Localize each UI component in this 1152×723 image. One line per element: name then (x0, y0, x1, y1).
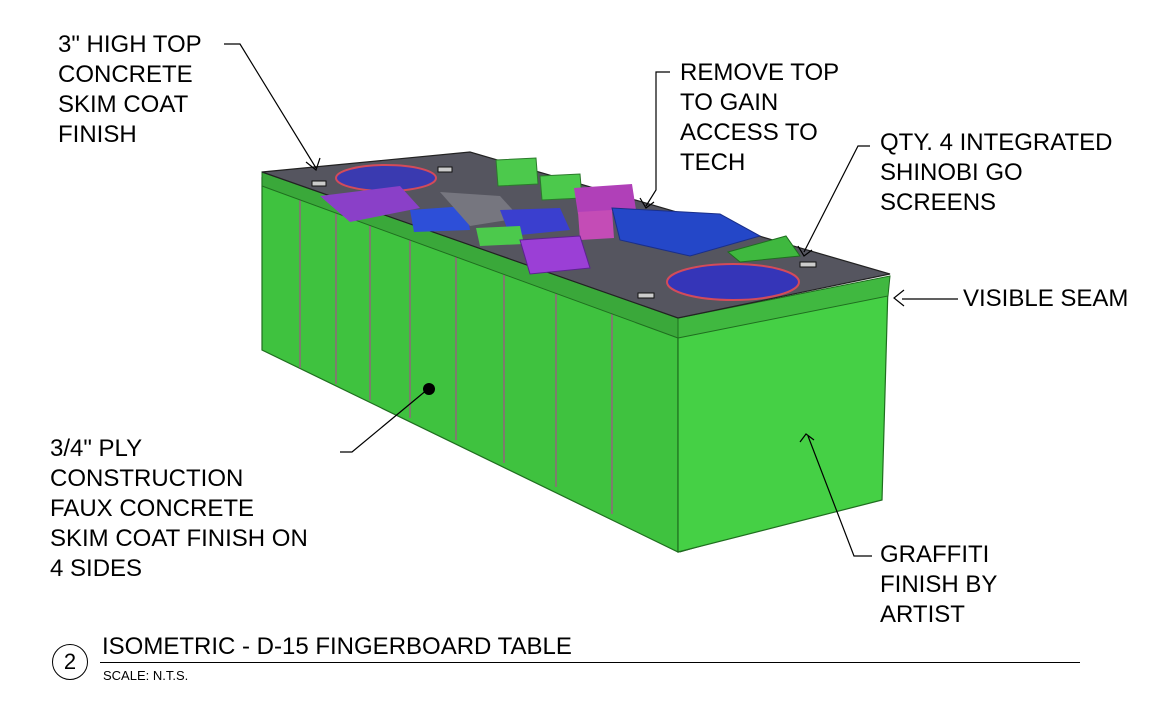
callout-ply-construction: 3/4" PLY CONSTRUCTION FAUX CONCRETE SKIM… (50, 435, 308, 582)
screen-slot (799, 261, 817, 268)
callout-graffiti-finish: GRAFFITI FINISH BY ARTIST (880, 541, 998, 628)
obstacle-green-ramp (726, 235, 801, 263)
callout-screens: QTY. 4 INTEGRATED SHINOBI GO SCREENS (880, 129, 1113, 216)
leader-lines (224, 43, 958, 557)
obstacle-grey-ramp (440, 192, 520, 226)
top-bowl-right (666, 263, 800, 301)
obstacle-green-back (495, 157, 539, 187)
drawing-scale: SCALE: N.T.S. (103, 668, 189, 683)
screen-slot (637, 292, 655, 299)
obstacle-purple-box (578, 210, 614, 240)
obstacle-purple-left (320, 186, 420, 222)
obstacle-purple-mid (574, 184, 636, 214)
leader-dot (423, 383, 435, 395)
top-bowl-left (335, 164, 437, 192)
callout-remove-top: REMOVE TOP TO GAIN ACCESS TO TECH (680, 59, 840, 176)
obstacle-blue-left (410, 206, 470, 232)
drawing-number-badge: 2 (52, 644, 88, 680)
obstacle-blue-pyramid (611, 207, 762, 257)
drawing-title: ISOMETRIC - D-15 FINGERBOARD TABLE (102, 633, 572, 660)
title-underline (100, 662, 1080, 663)
obstacle-green-small (476, 226, 524, 246)
screen-slot (311, 180, 327, 187)
panel-seams (299, 192, 613, 514)
screen-slot (437, 166, 453, 173)
callout-visible-seam: VISIBLE SEAM (963, 285, 1129, 312)
top-slab-edge-end (677, 275, 891, 339)
callout-top-finish: 3" HIGH TOP CONCRETE SKIM COAT FINISH (58, 31, 202, 148)
obstacle-purple-front (519, 235, 591, 275)
